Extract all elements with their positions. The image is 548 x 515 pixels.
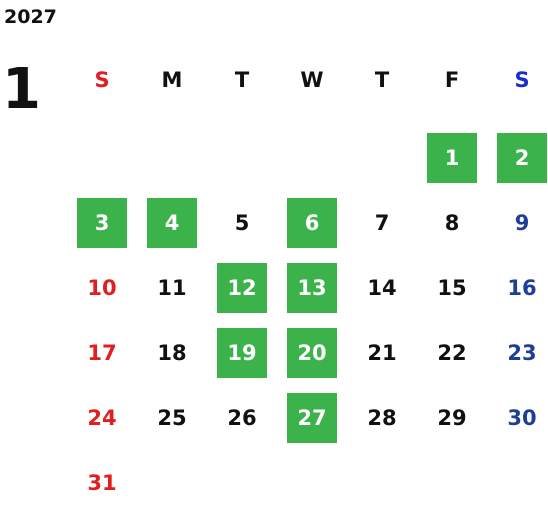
day-number: 31	[87, 470, 117, 495]
weekday-header-wed: W	[300, 68, 324, 92]
day-number: 14	[367, 275, 397, 300]
month-label: 1	[2, 57, 41, 122]
day-number: 22	[437, 340, 467, 365]
day-number: 24	[87, 405, 117, 430]
day-number-highlighted: 6	[287, 197, 337, 248]
day-cell[interactable]: 29	[417, 385, 487, 450]
day-cell[interactable]: 25	[137, 385, 207, 450]
day-cell[interactable]: 24	[67, 385, 137, 450]
day-cell[interactable]: 8	[417, 190, 487, 255]
day-cell[interactable]: 12	[207, 255, 277, 320]
day-number: 26	[227, 405, 257, 430]
day-number-highlighted: 4	[147, 197, 197, 248]
day-cell[interactable]: 30	[487, 385, 548, 450]
weekday-header-mon: M	[161, 68, 183, 92]
day-cell[interactable]: 10	[67, 255, 137, 320]
weekday-header-sun: S	[94, 68, 110, 92]
day-number: 15	[437, 275, 467, 300]
day-number: 21	[367, 340, 397, 365]
day-number-highlighted: 27	[287, 392, 337, 443]
day-cell[interactable]: 27	[277, 385, 347, 450]
day-number: 11	[157, 275, 187, 300]
day-cell[interactable]: 3	[67, 190, 137, 255]
day-number: 23	[507, 340, 537, 365]
day-cell[interactable]: 31	[67, 450, 137, 515]
day-cell[interactable]: 18	[137, 320, 207, 385]
day-number-highlighted: 20	[287, 327, 337, 378]
weekday-header-tue: T	[234, 68, 250, 92]
day-cell[interactable]: 22	[417, 320, 487, 385]
day-cell[interactable]: 21	[347, 320, 417, 385]
day-number-highlighted: 13	[287, 262, 337, 313]
day-cell[interactable]: 14	[347, 255, 417, 320]
day-cell[interactable]: 6	[277, 190, 347, 255]
day-number: 10	[87, 275, 117, 300]
day-number-highlighted: 2	[497, 132, 547, 183]
day-cell[interactable]: 26	[207, 385, 277, 450]
day-number: 8	[444, 210, 460, 235]
day-number: 9	[514, 210, 530, 235]
empty-cell	[207, 125, 277, 190]
day-cell[interactable]: 28	[347, 385, 417, 450]
day-cell[interactable]: 2	[487, 125, 548, 190]
empty-cell	[347, 125, 417, 190]
day-cell[interactable]: 4	[137, 190, 207, 255]
day-number: 17	[87, 340, 117, 365]
day-number: 29	[437, 405, 467, 430]
day-cell[interactable]: 5	[207, 190, 277, 255]
day-cell[interactable]: 19	[207, 320, 277, 385]
day-number-highlighted: 12	[217, 262, 267, 313]
day-number: 25	[157, 405, 187, 430]
day-cell[interactable]: 11	[137, 255, 207, 320]
empty-cell	[67, 125, 137, 190]
day-cell[interactable]: 15	[417, 255, 487, 320]
day-cell[interactable]: 9	[487, 190, 548, 255]
empty-cell	[137, 125, 207, 190]
day-number: 30	[507, 405, 537, 430]
day-cell[interactable]: 7	[347, 190, 417, 255]
day-number: 28	[367, 405, 397, 430]
day-number-highlighted: 1	[427, 132, 477, 183]
day-number-highlighted: 3	[77, 197, 127, 248]
year-label: 2027	[4, 6, 57, 28]
day-cell[interactable]: 13	[277, 255, 347, 320]
day-cell[interactable]: 20	[277, 320, 347, 385]
day-number: 5	[234, 210, 250, 235]
day-number: 7	[374, 210, 390, 235]
day-number-highlighted: 19	[217, 327, 267, 378]
day-cell[interactable]: 16	[487, 255, 548, 320]
day-cell[interactable]: 17	[67, 320, 137, 385]
weekday-header-thu: T	[374, 68, 390, 92]
day-number: 18	[157, 340, 187, 365]
day-number: 16	[507, 275, 537, 300]
day-cell[interactable]: 23	[487, 320, 548, 385]
weekday-header-fri: F	[444, 68, 460, 92]
empty-cell	[277, 125, 347, 190]
day-cell[interactable]: 1	[417, 125, 487, 190]
weekday-header-sat: S	[514, 68, 530, 92]
